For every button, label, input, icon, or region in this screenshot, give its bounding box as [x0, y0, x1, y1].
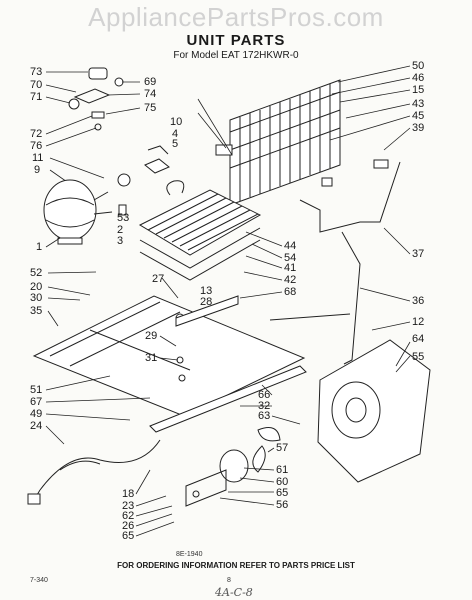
callout-27: 27 [152, 273, 165, 285]
callout-37: 37 [412, 248, 425, 260]
callout-62: 62 [122, 510, 135, 522]
callout-56: 56 [276, 499, 289, 511]
callout-67: 67 [30, 396, 43, 408]
callout-1: 1 [36, 241, 43, 253]
callout-39: 39 [412, 122, 425, 134]
callout-74: 74 [144, 88, 157, 100]
front-brace [149, 365, 307, 433]
condenser-coil [215, 79, 341, 206]
watermark: AppliancePartsPros.com [88, 2, 384, 32]
callout-54: 54 [284, 252, 297, 264]
callout-61: 61 [276, 464, 289, 476]
callout-65: 65 [122, 530, 135, 542]
callout-57: 57 [276, 442, 289, 454]
callout-4: 4 [172, 128, 179, 140]
callout-36: 36 [412, 295, 425, 307]
callout-72: 72 [30, 128, 43, 140]
callout-55: 55 [412, 351, 425, 363]
callout-66: 66 [258, 389, 271, 401]
ordering-note: FOR ORDERING INFORMATION REFER TO PARTS … [117, 561, 355, 570]
callout-46: 46 [412, 72, 425, 84]
callout-29: 29 [145, 330, 158, 342]
condenser-fan-shroud [317, 339, 431, 483]
callout-63: 63 [258, 410, 271, 422]
callout-3: 3 [117, 235, 124, 247]
callout-50: 50 [412, 60, 425, 72]
callout-69: 69 [144, 76, 157, 88]
callout-70: 70 [30, 79, 43, 91]
handwritten-note: 4A-C-8 [215, 586, 253, 599]
callout-32: 32 [258, 400, 271, 412]
callout-76: 76 [30, 140, 43, 152]
callout-31: 31 [145, 352, 158, 364]
callout-30: 30 [30, 292, 43, 304]
support-rail [175, 295, 239, 327]
start-relay [117, 145, 170, 216]
callout-73: 73 [30, 66, 43, 78]
callout-26: 26 [122, 520, 135, 532]
power-cord [27, 439, 161, 505]
machine-compartment-base [32, 295, 306, 417]
callout-71: 71 [30, 91, 43, 103]
compressor [43, 179, 113, 245]
callout-5: 5 [172, 138, 179, 150]
condenser-fan-motor [185, 427, 281, 507]
corner-code: 7-340 [30, 577, 48, 584]
callout-35: 35 [30, 305, 43, 317]
model-subtitle: For Model EAT 172HKWR-0 [173, 50, 299, 61]
callout-20: 20 [30, 281, 43, 293]
callout-24: 24 [30, 420, 43, 432]
page-number: 8 [227, 577, 231, 584]
callout-23: 23 [122, 500, 135, 512]
refrigerant-tubing [269, 159, 401, 365]
callout-12: 12 [412, 316, 425, 328]
callout-45: 45 [412, 110, 425, 122]
callout-44: 44 [284, 240, 297, 252]
callout-53: 53 [117, 212, 130, 224]
callout-2: 2 [117, 224, 124, 236]
callout-10: 10 [170, 116, 183, 128]
callout-41: 41 [284, 262, 297, 274]
callout-60: 60 [276, 476, 289, 488]
callout-65-center: 65 [276, 487, 289, 499]
callout-15: 15 [412, 84, 425, 96]
callout-75: 75 [144, 102, 157, 114]
callout-51: 51 [30, 384, 43, 396]
callout-52: 52 [30, 267, 43, 279]
callout-28: 28 [200, 296, 213, 308]
callout-13: 13 [200, 285, 213, 297]
evaporator-coil [138, 180, 262, 281]
callout-18: 18 [122, 488, 135, 500]
callout-68: 68 [284, 286, 297, 298]
callout-49: 49 [30, 408, 43, 420]
callout-9: 9 [34, 164, 41, 176]
callout-43: 43 [412, 98, 425, 110]
callout-64: 64 [412, 333, 425, 345]
callout-42: 42 [284, 274, 297, 286]
relay-bracket-assembly [68, 67, 124, 131]
callout-11: 11 [32, 152, 44, 164]
diagram-title: UNIT PARTS [186, 32, 286, 49]
drawing-code: 8E-1940 [176, 551, 203, 558]
